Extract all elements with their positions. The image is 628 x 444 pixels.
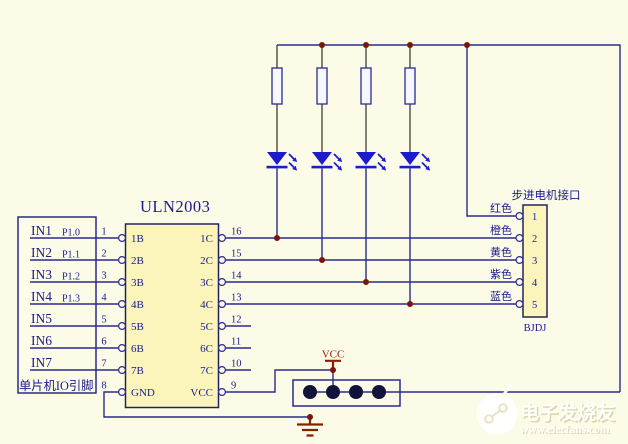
chip-body [124, 223, 220, 409]
chip-pin-label: 5C [200, 321, 213, 333]
connector-pin-number: 3 [532, 256, 537, 267]
pin-number: 10 [231, 359, 242, 370]
chip-pin-label: VCC [190, 387, 213, 399]
pin-number: 7 [101, 359, 106, 370]
vcc-label: VCC [322, 349, 345, 361]
wire-color-label: 蓝色 [490, 289, 512, 303]
mcu-io-box: IN1 P1.0 IN2 P1.1 IN3 P1.2 IN4 P1.3 IN5 … [17, 216, 97, 394]
stepper-connector: 步进电机接口 1 2 3 4 5 红色 橙色 黄色 紫色 蓝色 BJDJ [490, 188, 581, 334]
pin-number: 14 [231, 271, 242, 282]
mcu-row-label: IN1 [31, 223, 52, 238]
connector-pin-number: 2 [532, 234, 537, 245]
pin-number: 13 [231, 293, 242, 304]
junction-dots [274, 42, 470, 420]
connector-title: 步进电机接口 [512, 188, 581, 202]
mcu-port-label: P1.0 [62, 228, 80, 239]
pin-number: 2 [101, 249, 106, 260]
connector-pin-number: 4 [532, 278, 538, 289]
led-icon [311, 152, 343, 171]
chip-pin-label: 6B [131, 343, 144, 355]
mcu-row-label: IN5 [31, 311, 52, 326]
wire-color-label: 黄色 [490, 245, 512, 259]
connector-pin-number: 1 [532, 212, 537, 223]
mcu-port-label: P1.3 [62, 294, 80, 305]
chip-pin-label: 4C [200, 299, 213, 311]
vcc-symbol: VCC [322, 349, 345, 370]
pin-number: 8 [101, 381, 106, 392]
chip-pin-label: 1C [200, 233, 213, 245]
wire-color-label: 红色 [490, 201, 512, 215]
resistor-icon [404, 67, 416, 105]
mcu-port-label: P1.2 [62, 272, 80, 283]
connector-name: BJDJ [524, 323, 547, 334]
mcu-box-label: 单片机IO引脚 [19, 378, 93, 393]
led-icon [399, 152, 431, 171]
chip-pin-label: 3B [131, 277, 144, 289]
gnd-wire [103, 391, 310, 418]
pin-number: 16 [231, 227, 242, 238]
chip-pin-label: 5B [131, 321, 144, 333]
resistor-icon [316, 67, 328, 105]
ground-symbol [297, 417, 323, 437]
mcu-row-label: IN4 [31, 289, 52, 304]
mcu-row-label: IN6 [31, 333, 52, 348]
mcu-row-label: IN7 [31, 355, 52, 370]
pin-number: 11 [231, 337, 241, 348]
chip-pin-terminals [117, 234, 227, 397]
pin-number: 9 [231, 381, 236, 392]
watermark-brand-shadow: 电子发烧友 [522, 403, 617, 426]
watermark-brand: 电子发烧友 [520, 401, 615, 424]
watermark-url-shadow: www.elecfans.com [521, 425, 611, 437]
mcu-row-label: IN2 [31, 245, 52, 260]
chip-pin-label: 2C [200, 255, 213, 267]
chip-pin-label: 2B [131, 255, 144, 267]
wire-color-label: 橙色 [490, 223, 512, 237]
connector-pin-number: 5 [532, 300, 537, 311]
watermark-url: www.elecfans.com [520, 424, 610, 436]
chip-pin-label: 7B [131, 365, 144, 377]
pin-number: 5 [101, 315, 106, 326]
led-icons [266, 152, 431, 171]
mcu-port-label: P1.1 [62, 250, 80, 261]
uln2003-chip: ULN2003 1B 2B 3B 4B 5B 6B 7B GND 1C 2C 3… [101, 197, 242, 409]
chip-pin-label: 6C [200, 343, 213, 355]
chip-title: ULN2003 [140, 197, 210, 216]
led-icon [355, 152, 387, 171]
pin-number: 6 [101, 337, 106, 348]
chip-pin-label: 7C [200, 365, 213, 377]
led-icon [266, 152, 298, 171]
pin-number: 15 [231, 249, 242, 260]
chip-pin-label: GND [131, 387, 155, 399]
pin-number: 4 [101, 293, 107, 304]
vcc-wire [225, 369, 334, 393]
pin-number: 3 [101, 271, 106, 282]
wire-color-label: 紫色 [490, 267, 512, 281]
chip-pin-label: 3C [200, 277, 213, 289]
resistor-icons [271, 67, 416, 105]
resistor-icon [360, 67, 372, 105]
mcu-row-label: IN3 [31, 267, 52, 282]
connector-body [522, 204, 548, 318]
chip-pin-label: 1B [131, 233, 144, 245]
chip-pin-label: 4B [131, 299, 144, 311]
resistor-icon [271, 67, 283, 105]
jumper-block [292, 379, 401, 407]
pin-number: 12 [231, 315, 242, 326]
watermark: 电子发烧友 电子发烧友 www.elecfans.com www.elecfan… [476, 383, 617, 437]
elecfans-logo-icon [476, 393, 518, 435]
top-rail [277, 44, 621, 392]
pin-number: 1 [101, 227, 106, 238]
